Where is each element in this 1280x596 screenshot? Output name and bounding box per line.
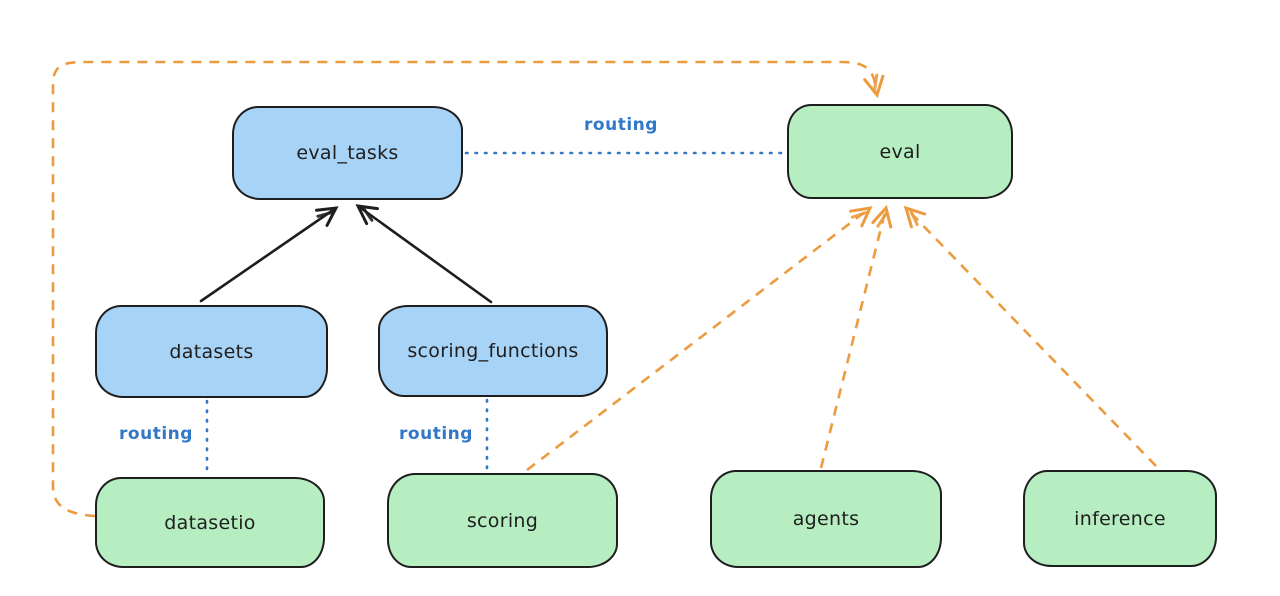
edge-label-routing-top: routing	[584, 115, 658, 135]
edge-inference-to-eval	[903, 205, 1157, 467]
node-label: scoring	[466, 509, 539, 532]
node-label: eval	[879, 140, 921, 163]
node-datasets: datasets	[95, 305, 328, 398]
edge-agents-to-eval	[819, 204, 893, 469]
node-eval-tasks: eval_tasks	[232, 106, 463, 200]
node-scoring: scoring	[387, 473, 618, 568]
node-scoring-functions: scoring_functions	[378, 305, 608, 397]
node-datasetio: datasetio	[95, 477, 325, 568]
edge-label-routing-scoring: routing	[399, 424, 473, 444]
node-inference: inference	[1023, 470, 1217, 567]
edge-datasets-to-eval-tasks	[199, 206, 339, 303]
node-label: inference	[1074, 507, 1166, 530]
edge-label-routing-datasets: routing	[119, 424, 193, 444]
edge-scoring-functions-to-eval-tasks	[355, 204, 493, 304]
node-eval: eval	[787, 104, 1013, 199]
node-label: agents	[792, 508, 860, 530]
node-agents: agents	[710, 470, 942, 568]
edge-datasetio-to-eval	[51, 60, 885, 518]
node-label: datasetio	[164, 511, 256, 534]
node-label: eval_tasks	[296, 142, 399, 164]
node-label: scoring_functions	[407, 340, 579, 362]
node-label: datasets	[169, 340, 254, 363]
